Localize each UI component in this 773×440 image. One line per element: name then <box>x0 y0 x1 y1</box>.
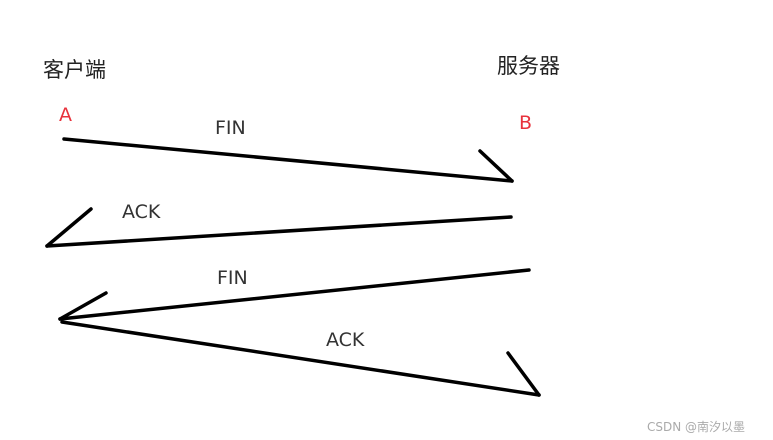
arrow-2-shaft <box>45 215 513 248</box>
arrow-2-head <box>45 207 93 248</box>
message-label-fin-1: FIN <box>215 117 246 139</box>
message-arrow-2 <box>45 207 513 248</box>
arrow-3-shaft <box>58 268 531 321</box>
arrow-4-shaft <box>60 320 541 397</box>
server-endpoint-b: B <box>519 112 533 134</box>
server-label: 服务器 <box>497 54 560 78</box>
message-arrow-4 <box>60 320 541 397</box>
message-arrow-1 <box>62 137 514 183</box>
client-endpoint-a: A <box>59 104 72 126</box>
watermark: CSDN @南汐以墨 <box>647 420 746 434</box>
arrow-1-head <box>478 149 514 183</box>
arrow-3-head <box>58 291 108 321</box>
message-label-ack-1: ACK <box>122 201 161 223</box>
message-arrow-3 <box>58 268 531 321</box>
arrow-1-shaft <box>62 137 514 183</box>
arrow-4-head <box>506 351 541 397</box>
message-label-ack-2: ACK <box>326 329 365 351</box>
message-label-fin-2: FIN <box>217 267 248 289</box>
client-label: 客户端 <box>43 58 106 82</box>
